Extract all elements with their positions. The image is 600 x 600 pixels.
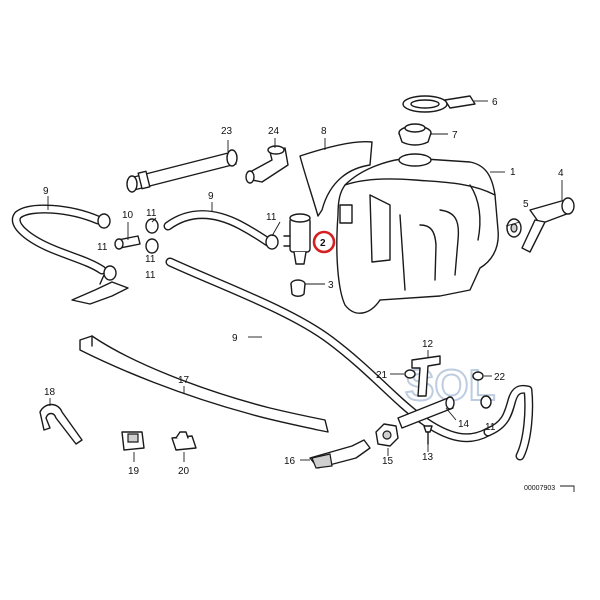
callout-11-e: 11 [145, 270, 156, 281]
part-5-grommet [506, 218, 522, 238]
callout-13: 13 [422, 452, 434, 463]
callout-5: 5 [523, 199, 529, 210]
callout-11-a: 11 [97, 242, 108, 253]
part-20-clip [171, 431, 197, 451]
callout-8: 8 [321, 126, 327, 137]
callout-4: 4 [558, 168, 564, 179]
part-3-grommet [290, 279, 306, 297]
part-16-nozzle [309, 439, 371, 469]
callout-14: 14 [458, 419, 470, 430]
callout-10: 10 [122, 210, 134, 221]
callout-11-f: 11 [485, 422, 496, 433]
part-13-screw [423, 425, 433, 445]
callout-9-middle: 9 [208, 191, 214, 202]
part-21 [404, 369, 416, 379]
middle-hose [163, 210, 273, 247]
callout-12: 12 [422, 339, 434, 350]
callout-2: 2 [320, 238, 326, 249]
callout-17: 17 [178, 375, 190, 386]
callout-11-d: 11 [266, 212, 277, 223]
callout-18: 18 [44, 387, 56, 398]
callout-9-left: 9 [43, 186, 49, 197]
part-8-cover [299, 140, 373, 217]
callout-22: 22 [494, 372, 506, 383]
callout-1: 1 [510, 167, 516, 178]
callout-23: 23 [221, 126, 233, 137]
callout-11-b: 11 [146, 208, 157, 219]
part-15-grommet [375, 423, 399, 447]
callout-9-long: 9 [232, 333, 238, 344]
part-22 [472, 371, 484, 381]
long-hose [165, 257, 534, 461]
part-4-sensor [521, 197, 575, 253]
part-12-bracket [411, 355, 441, 397]
part-18-strap [39, 403, 83, 445]
part-23-tube [126, 149, 238, 193]
bracket-left [71, 274, 129, 305]
clamps-11 [97, 213, 492, 409]
callout-11-c: 11 [145, 254, 156, 265]
callout-21: 21 [376, 370, 388, 381]
callout-3: 3 [328, 280, 334, 291]
callout-7: 7 [452, 130, 458, 141]
part-14-nozzle [397, 396, 455, 429]
part-10-connector [114, 235, 141, 250]
left-hose [11, 204, 107, 275]
callout-20: 20 [178, 466, 190, 477]
callout-24: 24 [268, 126, 280, 137]
leader-lines [47, 100, 563, 462]
callout-labels: 1 2 3 4 5 6 7 8 9 9 9 10 11 11 11 11 11 … [43, 97, 564, 477]
part-1-reservoir [336, 153, 499, 314]
callout-16: 16 [284, 456, 296, 467]
callout-15: 15 [382, 456, 394, 467]
callout-19: 19 [128, 466, 140, 477]
highlight-ring [312, 230, 336, 254]
part-2-pump [283, 213, 311, 265]
part-19-clip [121, 431, 145, 451]
callout-6: 6 [492, 97, 498, 108]
part-24-elbow [245, 145, 289, 184]
diagram-code-group: 00007903 [524, 485, 575, 492]
part-6-seal [402, 95, 476, 113]
diagram-code: 00007903 [524, 485, 555, 492]
part-17-rail [79, 335, 329, 433]
part-7-cap [398, 123, 432, 146]
